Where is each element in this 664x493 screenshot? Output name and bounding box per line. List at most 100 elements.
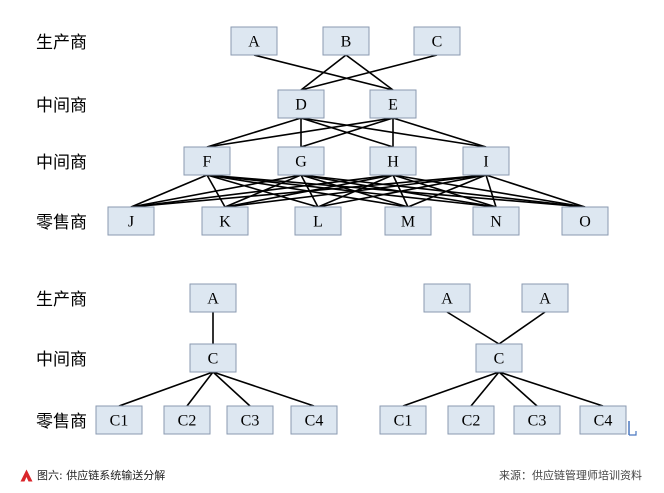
node-label: C4 <box>594 413 613 430</box>
node-br-producer-0: A <box>423 283 471 313</box>
figure-caption: 图六: 供应链系统输送分解 <box>20 467 165 483</box>
node-retailer-L: L <box>294 206 342 236</box>
node-box <box>277 89 325 119</box>
row-label-bottom-2: 零售商 <box>36 412 87 432</box>
edge <box>498 371 604 407</box>
row-label-top-0: 生产商 <box>36 33 87 53</box>
edge <box>224 174 487 208</box>
node-box <box>475 343 523 373</box>
node-label: D <box>295 97 307 114</box>
node-box <box>413 26 461 56</box>
node-label: F <box>203 154 212 171</box>
node-box <box>462 146 510 176</box>
node-br-retailer-C3: C3 <box>513 405 561 435</box>
edge <box>392 117 487 148</box>
node-label: H <box>387 154 399 171</box>
edge <box>485 174 586 208</box>
node-producer-A: A <box>230 26 278 56</box>
node-label: C <box>208 351 219 368</box>
node-box <box>290 405 338 435</box>
node-label: C2 <box>178 413 197 430</box>
node-br-middleman: C <box>475 343 523 373</box>
node-box <box>183 146 231 176</box>
node-mid2-F: F <box>183 146 231 176</box>
node-mid1-E: E <box>369 89 417 119</box>
edge <box>212 371 315 407</box>
node-retailer-M: M <box>384 206 432 236</box>
row-label-top-3: 零售商 <box>36 213 87 233</box>
node-label: J <box>128 214 134 231</box>
node-box <box>322 26 370 56</box>
node-box <box>369 89 417 119</box>
node-label: C4 <box>305 413 324 430</box>
node-producer-B: B <box>322 26 370 56</box>
edge <box>485 174 497 208</box>
node-bl-retailer-C4: C4 <box>290 405 338 435</box>
node-box <box>379 405 427 435</box>
node-mid2-I: I <box>462 146 510 176</box>
node-bl-retailer-C2: C2 <box>163 405 211 435</box>
edge <box>407 174 487 208</box>
node-label: C <box>432 34 443 51</box>
node-box <box>95 405 143 435</box>
node-box <box>201 206 249 236</box>
node-retailer-O: O <box>561 206 609 236</box>
edge <box>392 174 497 208</box>
node-label: C1 <box>394 413 413 430</box>
node-box <box>447 405 495 435</box>
node-bl-middleman: C <box>189 343 237 373</box>
node-retailer-N: N <box>472 206 520 236</box>
node-box <box>230 26 278 56</box>
edge <box>300 54 347 91</box>
node-label: C2 <box>462 413 481 430</box>
node-label: G <box>295 154 307 171</box>
node-mid2-H: H <box>369 146 417 176</box>
node-box <box>579 405 627 435</box>
node-br-retailer-C2: C2 <box>447 405 495 435</box>
node-box <box>294 206 342 236</box>
node-mid1-D: D <box>277 89 325 119</box>
edge <box>498 311 546 345</box>
edge <box>300 54 438 91</box>
node-bl-producer: A <box>189 283 237 313</box>
edge <box>300 117 394 148</box>
node-label: A <box>441 291 453 308</box>
edge <box>130 174 208 208</box>
node-box <box>107 206 155 236</box>
node-label: N <box>490 214 502 231</box>
node-retailer-K: K <box>201 206 249 236</box>
node-label: A <box>539 291 551 308</box>
node-label: C <box>494 351 505 368</box>
row-label-top-2: 中间商 <box>36 153 87 173</box>
node-br-producer-1: A <box>521 283 569 313</box>
node-label: O <box>579 214 591 231</box>
edge <box>118 371 214 407</box>
logo-mark-icon <box>20 468 33 482</box>
edge <box>212 371 251 407</box>
node-label: C3 <box>241 413 260 430</box>
source-caption: 来源：供应链管理师培训资料 <box>499 469 642 482</box>
node-retailer-J: J <box>107 206 155 236</box>
edge <box>130 174 487 208</box>
edge <box>446 311 500 345</box>
node-bl-retailer-C3: C3 <box>226 405 274 435</box>
node-box <box>513 405 561 435</box>
node-box <box>369 146 417 176</box>
edge <box>130 174 302 208</box>
node-label: E <box>388 97 398 114</box>
row-label-bottom-0: 生产商 <box>36 290 87 310</box>
node-label: M <box>401 214 415 231</box>
row-label-top-1: 中间商 <box>36 96 87 116</box>
edge <box>317 174 487 208</box>
node-producer-C: C <box>413 26 461 56</box>
node-label: K <box>219 214 231 231</box>
text-cursor-icon <box>628 421 637 436</box>
node-label: A <box>248 34 260 51</box>
node-label: A <box>207 291 219 308</box>
edge <box>186 371 214 407</box>
node-box <box>189 283 237 313</box>
node-box <box>561 206 609 236</box>
